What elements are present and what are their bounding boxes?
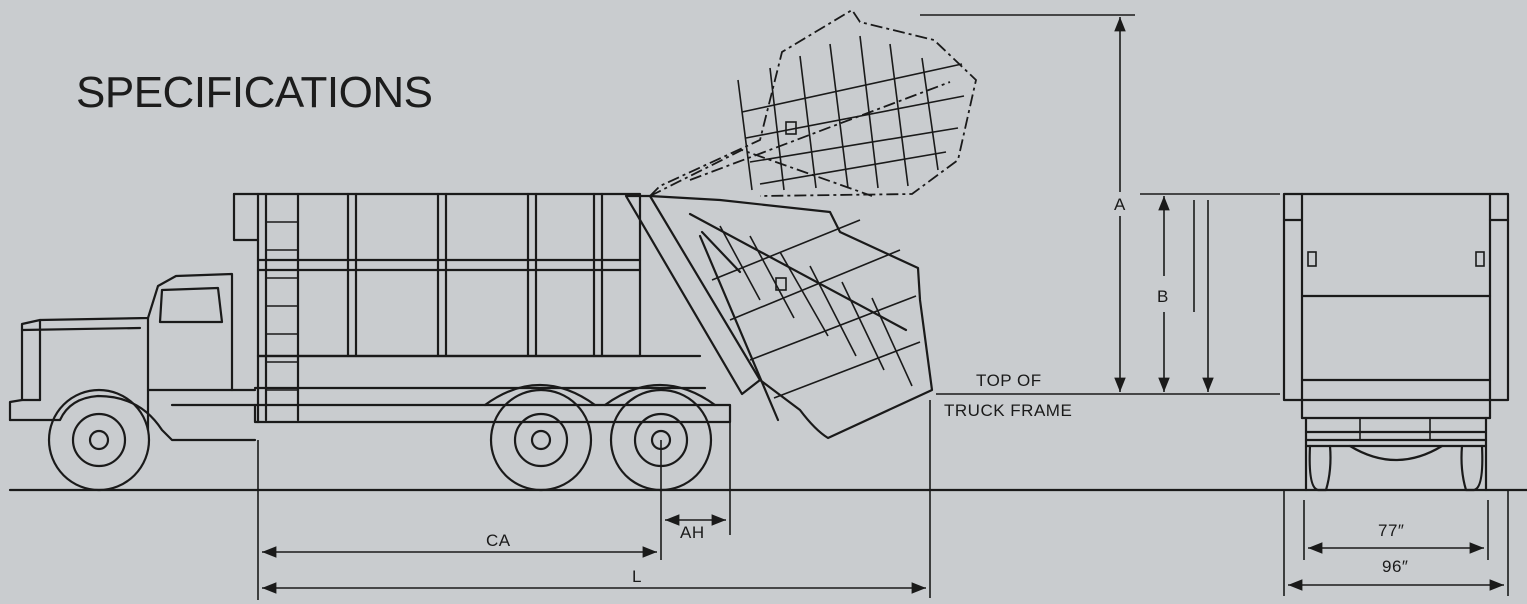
rear-view — [1282, 192, 1510, 596]
label-top-of-frame: TOP OF — [976, 371, 1042, 390]
label-ca: CA — [486, 531, 511, 550]
label-l: L — [632, 567, 642, 586]
tailgate-raised — [649, 8, 977, 197]
rear-wheel-1 — [489, 388, 593, 492]
height-dimensions — [920, 14, 1280, 395]
label-width-96: 96″ — [1382, 557, 1408, 576]
label-a: A — [1114, 195, 1126, 214]
label-truck-frame: TRUCK FRAME — [944, 401, 1072, 420]
truck-cab — [8, 272, 257, 442]
label-b: B — [1157, 287, 1169, 306]
label-width-77: 77″ — [1378, 521, 1404, 540]
front-wheel — [47, 388, 151, 492]
page-title: SPECIFICATIONS — [76, 68, 433, 117]
label-ah: AH — [680, 523, 705, 542]
truck-body — [232, 192, 702, 424]
tailgate-lowered — [624, 194, 934, 440]
length-dimensions — [257, 400, 931, 600]
